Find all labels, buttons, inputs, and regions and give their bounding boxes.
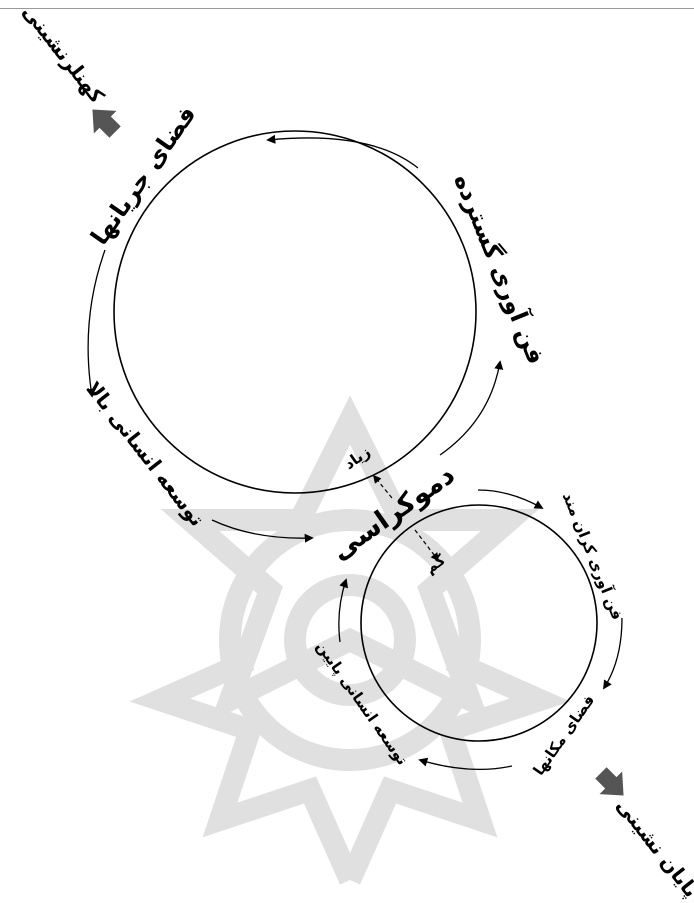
label-urbanization: کهنلرنشینی: [18, 0, 110, 108]
urbanization-arrow-icon: [81, 98, 126, 143]
arrow-small-right: [604, 618, 622, 688]
label-end-of-urbanization: پایان نشینی: [611, 794, 694, 903]
label-intensive-technology: فن آوری کران مند: [559, 490, 627, 623]
arrow-top: [268, 138, 418, 168]
large-cycle-circle: [114, 131, 476, 493]
label-high-human-development: توسعه انسانی بالا: [82, 377, 210, 531]
label-extensive-technology: فن آوری گسترده: [448, 169, 551, 368]
arrow-left: [88, 250, 105, 396]
watermark-star-icon: [160, 420, 540, 880]
